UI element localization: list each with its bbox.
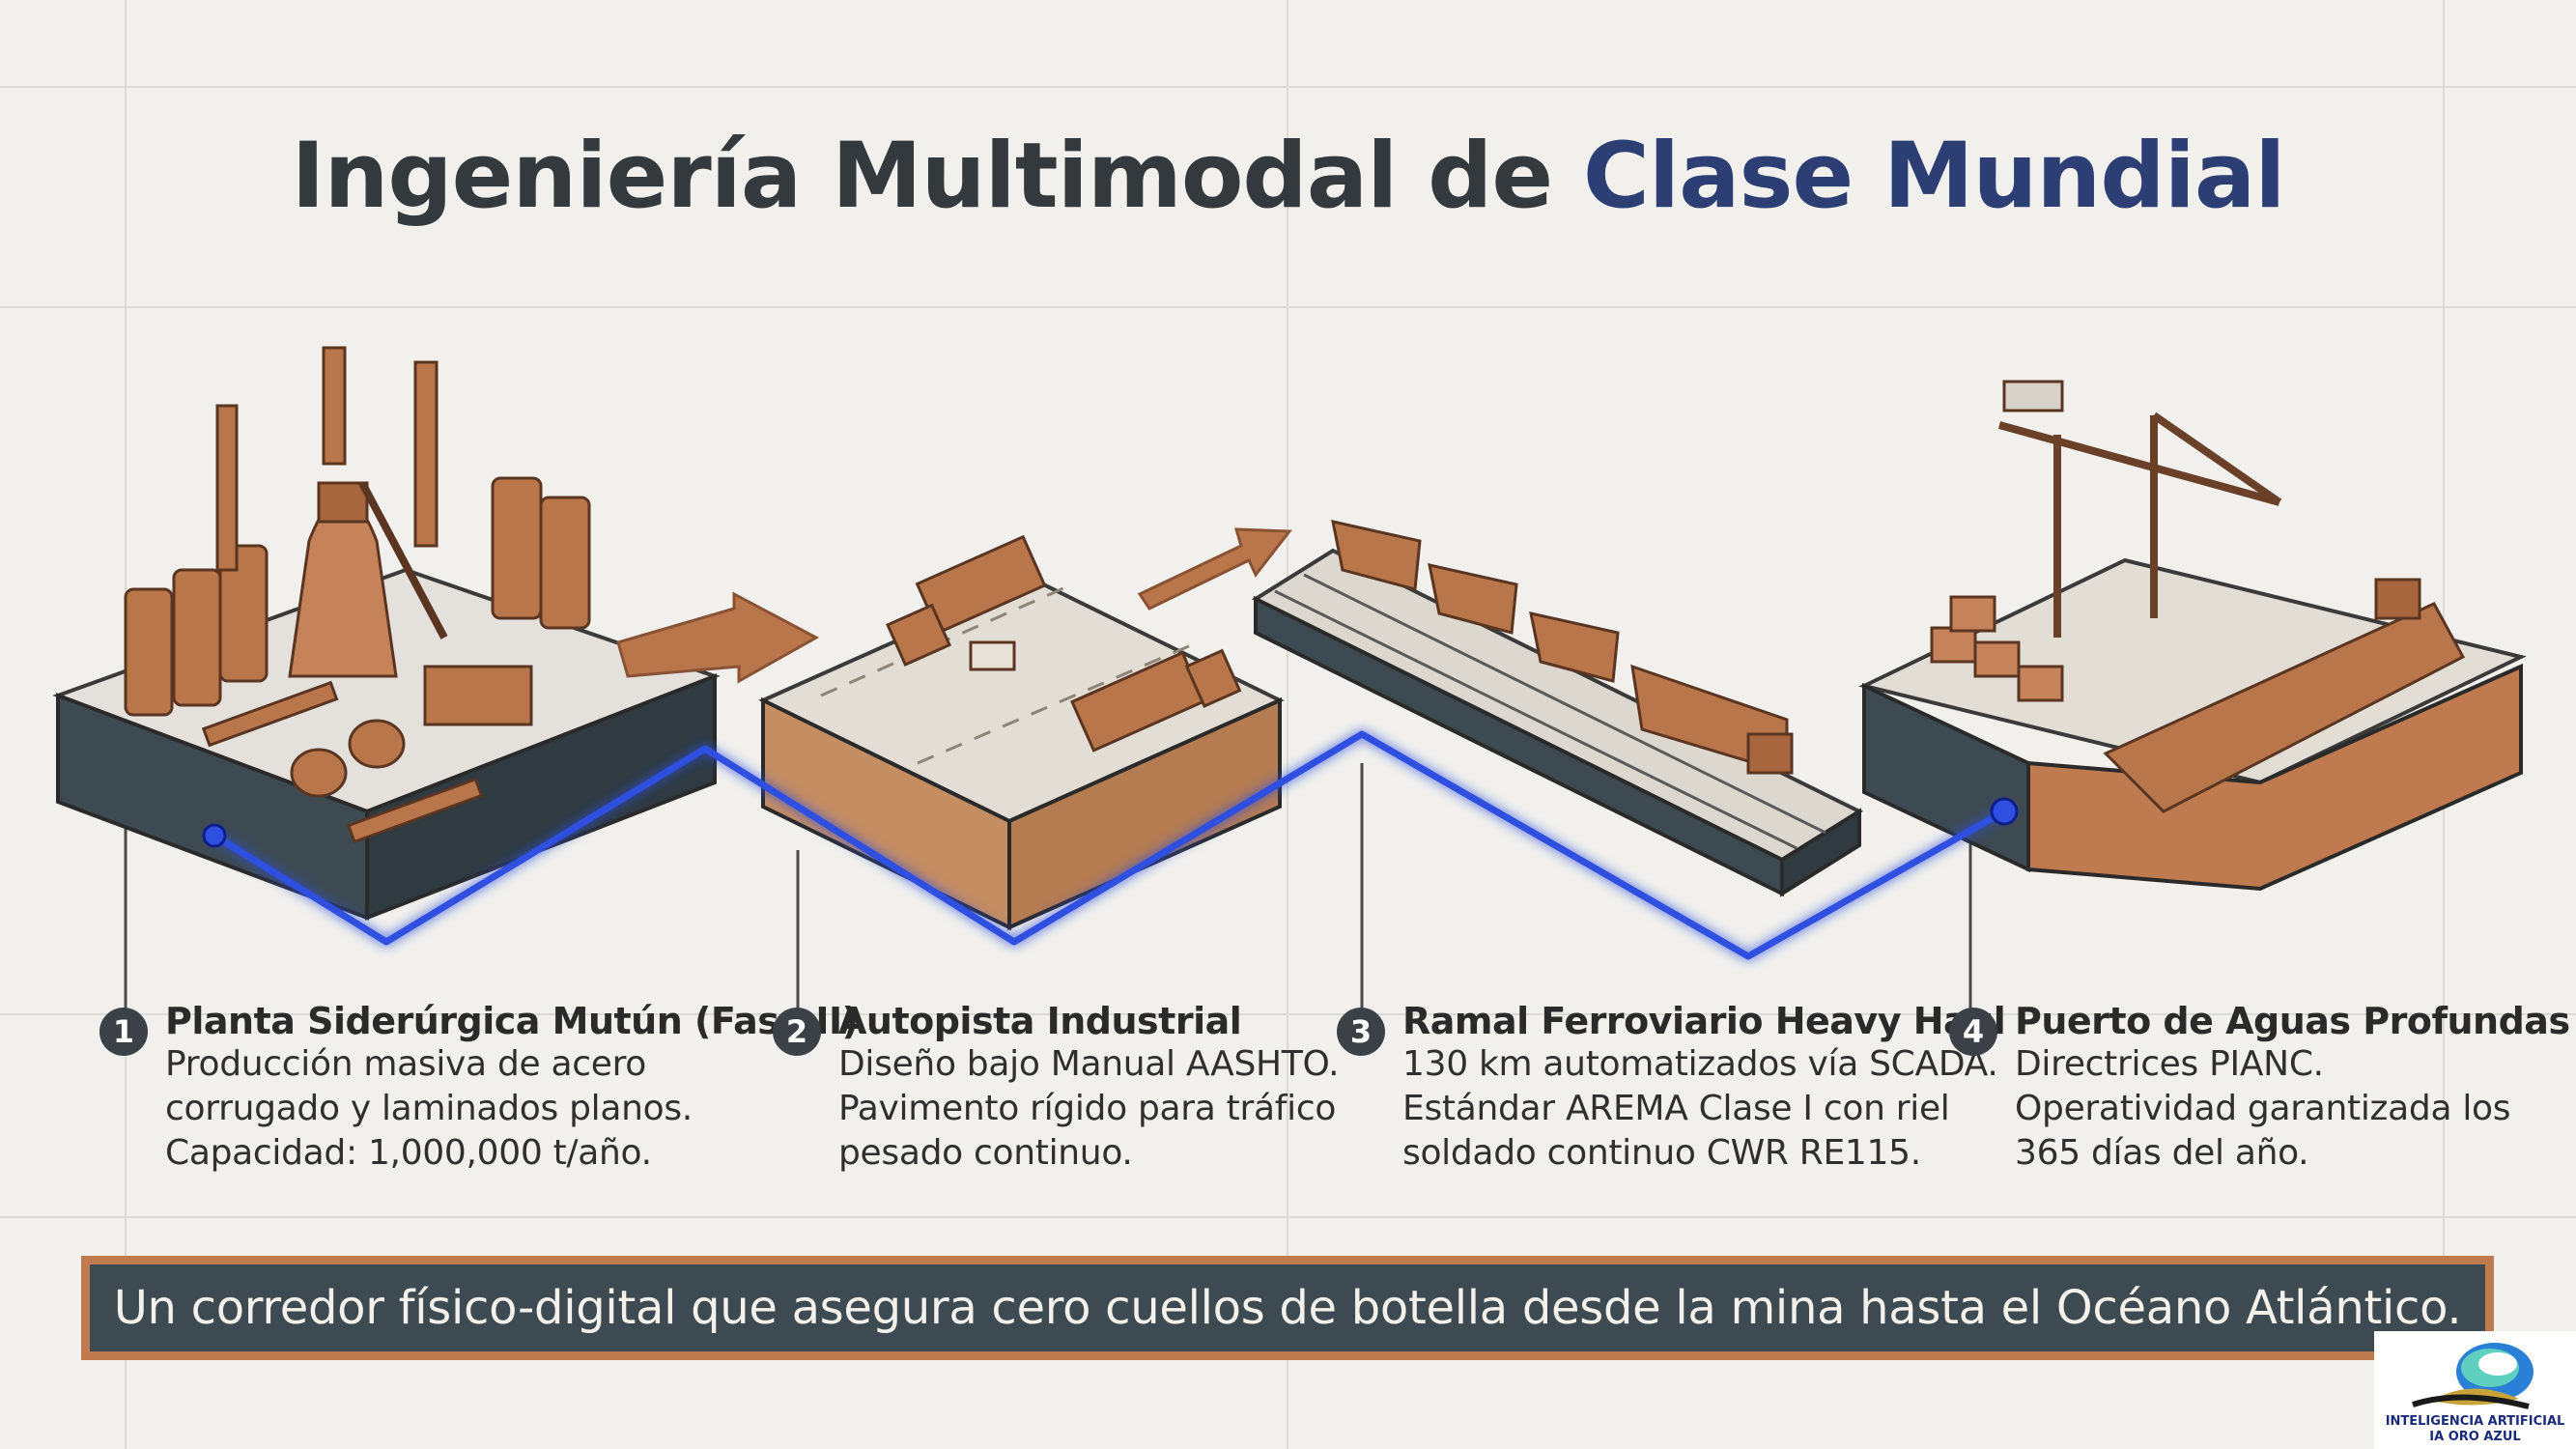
stage-4-number: 4 [1949, 1008, 1997, 1056]
stage-3-line-1: 130 km automatizados vía SCADA. [1402, 1044, 1998, 1084]
stage-1-line-3: Capacidad: 1,000,000 t/año. [165, 1133, 652, 1173]
stage-2: 2 Autopista Industrial Diseño bajo Manua… [773, 1000, 1391, 1176]
stage-1-line-2: corrugado y laminados planos. [165, 1089, 693, 1128]
fiber-node-start [202, 823, 227, 848]
stage-1: 1 Planta Siderúrgica Mutún (Fase II) Pro… [99, 1000, 859, 1176]
logo-text-1: INTELIGENCIA ARTIFICIAL [2385, 1414, 2565, 1429]
title-part-2: Clase Mundial [1582, 124, 2286, 229]
brand-logo: INTELIGENCIA ARTIFICIAL IA ORO AZUL [2374, 1331, 2576, 1449]
title-part-1: Ingeniería Multimodal de [291, 124, 1554, 229]
freight-train-icon [1251, 520, 1864, 897]
steel-plant-icon [52, 346, 820, 921]
stage-3-number: 3 [1337, 1008, 1385, 1056]
stage-1-line-1: Producción masiva de acero [165, 1044, 647, 1084]
fiber-node-end [1990, 797, 2019, 826]
stage-3-line-2: Estándar AREMA Clase I con riel [1402, 1089, 1950, 1128]
stage-2-line-1: Diseño bajo Manual AASHTO. [838, 1044, 1340, 1084]
stage-4-line-3: 365 días del año. [2015, 1133, 2309, 1173]
summary-banner: Un corredor físico-digital que asegura c… [81, 1256, 2494, 1360]
highway-truck-icon [758, 527, 1292, 931]
logo-text-2: IA ORO AZUL [2429, 1430, 2521, 1444]
stage-4-line-2: Operatividad garantizada los [2015, 1089, 2511, 1128]
stage-4: 4 Puerto de Aguas Profundas Directrices … [1949, 1000, 2570, 1176]
stage-2-number: 2 [773, 1008, 821, 1056]
leader-lines [124, 763, 1972, 1014]
digital-fiber-line [212, 730, 2006, 960]
stage-1-heading: Planta Siderúrgica Mutún (Fase II) [165, 1000, 859, 1042]
logo-swirl-icon [2412, 1343, 2534, 1409]
stage-3: 3 Ramal Ferroviario Heavy Haul 130 km au… [1337, 1000, 2006, 1176]
stage-1-number: 1 [99, 1008, 148, 1056]
stage-2-line-3: pesado continuo. [838, 1133, 1133, 1173]
stage-4-heading: Puerto de Aguas Profundas [2015, 1000, 2570, 1042]
stage-2-heading: Autopista Industrial [838, 1000, 1242, 1042]
stage-4-line-1: Directrices PIANC. [2015, 1044, 2324, 1084]
port-crane-ship-icon [1858, 380, 2527, 892]
stage-2-line-2: Pavimento rígido para tráfico [838, 1089, 1337, 1128]
stage-3-line-3: soldado continuo CWR RE115. [1402, 1133, 1921, 1173]
stage-3-heading: Ramal Ferroviario Heavy Haul [1402, 1000, 2006, 1042]
page-title: Ingeniería Multimodal de Clase Mundial [0, 124, 2576, 229]
